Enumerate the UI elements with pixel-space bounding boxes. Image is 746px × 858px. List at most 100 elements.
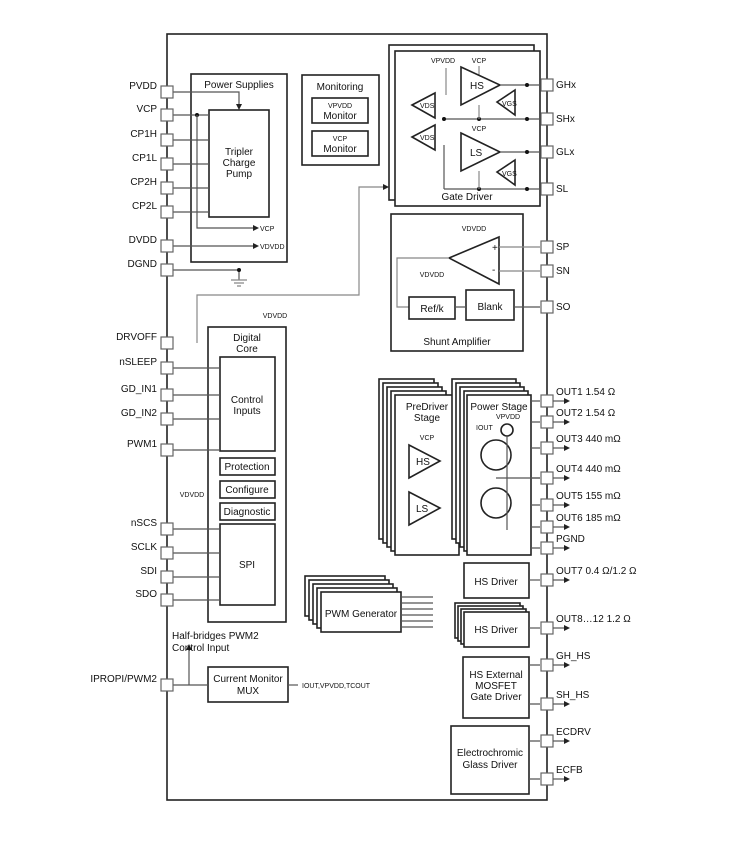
pin-label: PWM1 — [127, 439, 157, 450]
pin-label: OUT3 440 mΩ — [556, 434, 621, 445]
hs-ext-2: MOSFET — [475, 681, 517, 692]
sa-vdvdd-ref: VDVDD — [420, 272, 445, 279]
pin-label: CP1H — [130, 129, 157, 140]
gd-vds-hs: VDS — [420, 103, 435, 110]
pin-label: GHx — [556, 80, 576, 91]
predriver-stage-block: PreDriver Stage VCP HS LS — [378, 378, 460, 556]
pin-box — [540, 471, 554, 485]
pwm-generator-label: PWM Generator — [325, 609, 398, 620]
hs-ext-1: HS External — [469, 670, 522, 681]
pin-box — [540, 573, 554, 587]
vcp-monitor-label: Monitor — [323, 144, 357, 155]
pin-box — [160, 546, 174, 560]
vdvdd-out-label: VDVDD — [260, 244, 285, 251]
predriver-title-2: Stage — [414, 413, 441, 424]
pin-box — [160, 263, 174, 277]
control-inputs-1: Control — [231, 395, 263, 406]
output-arrow — [564, 475, 570, 481]
pullup-vdvdd: VDVDD — [180, 492, 205, 499]
pin-label: VCP — [136, 104, 157, 115]
pin-label: SH_HS — [556, 690, 590, 701]
gate-driver-title: Gate Driver — [441, 192, 493, 203]
pin-label: GD_IN1 — [121, 384, 158, 395]
pin-label: IPROPI/PWM2 — [90, 674, 157, 685]
pin-box — [540, 112, 554, 126]
gd-vcp-label-hs: VCP — [472, 58, 487, 65]
output-arrow — [564, 445, 570, 451]
output-arrow — [564, 738, 570, 744]
output-arrow — [564, 776, 570, 782]
output-arrow — [564, 398, 570, 404]
output-arrow — [564, 701, 570, 707]
power-stage-block: Power Stage VPVDD IOUT — [451, 378, 540, 556]
pin-label: OUT2 1.54 Ω — [556, 408, 616, 419]
pin-label: DGND — [128, 259, 157, 270]
protection-label: Protection — [224, 462, 269, 473]
predriver-ls: LS — [416, 504, 429, 515]
hs-driver-1-label: HS Driver — [474, 577, 518, 588]
digital-core-block: VDVDD Digital Core Control Inputs Protec… — [207, 313, 287, 623]
blank-label: Blank — [477, 302, 503, 313]
pin-box — [160, 522, 174, 536]
pin-label: ECDRV — [556, 727, 591, 738]
pin-box — [540, 520, 554, 534]
pin-label: DRVOFF — [116, 332, 157, 343]
charge-pump-block — [208, 109, 270, 218]
charge-pump-label-3: Pump — [226, 169, 253, 180]
pin-box — [160, 361, 174, 375]
cm-label-1: Current Monitor — [213, 674, 283, 685]
pin-label: SHx — [556, 114, 575, 125]
pin-box — [540, 621, 554, 635]
pin-box — [540, 772, 554, 786]
hs-ext-3: Gate Driver — [470, 692, 522, 703]
power-stage-title: Power Stage — [470, 402, 528, 413]
pin-box — [540, 145, 554, 159]
pin-box — [160, 108, 174, 122]
vcp-out-label: VCP — [260, 226, 275, 233]
charge-pump-label-1: Tripler — [225, 147, 254, 158]
pin-box — [540, 441, 554, 455]
cm-output-label: IOUT,VPVDD,TCOUT — [302, 683, 371, 690]
predriver-vcp: VCP — [420, 435, 435, 442]
power-stage-vpvdd: VPVDD — [496, 414, 520, 421]
gd-vpvdd-label: VPVDD — [431, 58, 455, 65]
electrochromic-driver: Electrochromic Glass Driver — [450, 725, 540, 795]
shunt-amplifier-title: Shunt Amplifier — [423, 337, 491, 348]
predriver-hs: HS — [416, 457, 430, 468]
pin-box — [540, 264, 554, 278]
pin-box — [540, 658, 554, 672]
pin-label: OUT8…12 1.2 Ω — [556, 614, 631, 625]
pin-label: SL — [556, 184, 569, 195]
pin-box — [160, 336, 174, 350]
pin-label: CP2L — [132, 201, 157, 212]
current-monitor-mux: Current Monitor MUX IOUT,VPVDD,TCOUT Hal… — [172, 631, 371, 703]
gd-ls-label: LS — [470, 148, 483, 159]
diagnostic-label: Diagnostic — [224, 507, 271, 518]
hs-driver-1: HS Driver — [463, 562, 540, 599]
pin-label: SO — [556, 302, 571, 313]
pin-label: SCLK — [131, 542, 157, 553]
power-supplies-block: Power Supplies Tripler Charge Pump VCP V… — [173, 73, 288, 287]
pin-box — [160, 85, 174, 99]
pin-label: OUT1 1.54 Ω — [556, 387, 616, 398]
output-arrow — [564, 545, 570, 551]
pin-label: PGND — [556, 534, 585, 545]
pin-box — [160, 239, 174, 253]
pin-box — [540, 394, 554, 408]
ec-driver-2: Glass Driver — [462, 760, 518, 771]
cm-label-2: MUX — [237, 686, 260, 697]
pin-label: DVDD — [129, 235, 157, 246]
ref-k-label: Ref/k — [420, 304, 444, 315]
pin-label: GD_IN2 — [121, 408, 158, 419]
pin-box — [160, 412, 174, 426]
pin-box — [540, 415, 554, 429]
pin-label: SDI — [140, 566, 157, 577]
configure-label: Configure — [225, 485, 269, 496]
pin-label: SDO — [135, 589, 157, 600]
hs-driver-2-label: HS Driver — [474, 625, 518, 636]
pin-box — [160, 388, 174, 402]
digital-core-title-1: Digital — [233, 333, 261, 344]
output-arrow — [564, 524, 570, 530]
sa-plus: + — [492, 243, 498, 254]
